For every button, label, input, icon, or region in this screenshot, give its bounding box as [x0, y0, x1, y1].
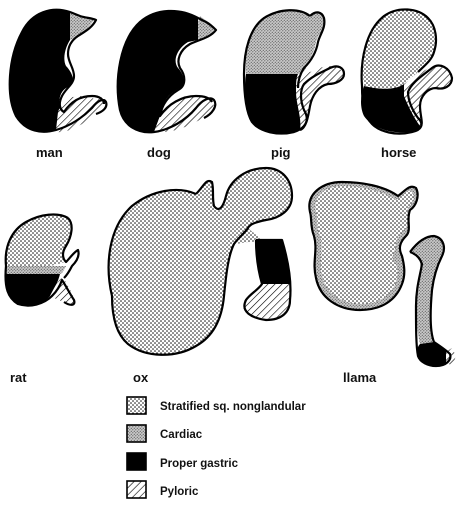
legend-swatch-cardiac	[127, 425, 146, 442]
legend-item-cardiac: Cardiac	[127, 425, 203, 442]
legend-label-proper-gastric: Proper gastric	[160, 458, 239, 470]
rat-cardiac-region	[6, 266, 66, 274]
label-llama: llama	[343, 370, 377, 385]
label-rat: rat	[10, 370, 27, 385]
label-ox: ox	[133, 370, 149, 385]
stomach-llama	[309, 182, 456, 366]
label-pig: pig	[271, 145, 291, 160]
pig-pyloric-region	[296, 66, 344, 130]
stomach-dog	[118, 11, 216, 132]
stomach-pig	[244, 10, 344, 133]
legend-label-cardiac: Cardiac	[160, 429, 203, 441]
legend-swatch-stratified	[127, 397, 146, 414]
legend-swatch-proper-gastric	[127, 453, 146, 470]
stomach-ox	[109, 168, 292, 355]
label-dog: dog	[147, 145, 171, 160]
legend-label-pyloric: Pyloric	[160, 486, 199, 498]
legend-item-stratified: Stratified sq. nonglandular	[127, 397, 306, 414]
rat-stratified-region	[6, 215, 72, 266]
legend: Stratified sq. nonglandular Cardiac Prop…	[127, 397, 306, 498]
stomach-man	[10, 10, 107, 132]
label-man: man	[36, 145, 63, 160]
stomach-horse	[361, 9, 452, 133]
legend-item-proper-gastric: Proper gastric	[127, 453, 239, 470]
label-horse: horse	[381, 145, 416, 160]
dog-cardiac-region	[196, 16, 214, 40]
stomach-rat	[6, 215, 79, 306]
legend-item-pyloric: Pyloric	[127, 481, 199, 498]
legend-label-stratified: Stratified sq. nonglandular	[160, 401, 306, 413]
pig-cardiac-region	[246, 10, 325, 74]
legend-swatch-pyloric	[127, 481, 146, 498]
